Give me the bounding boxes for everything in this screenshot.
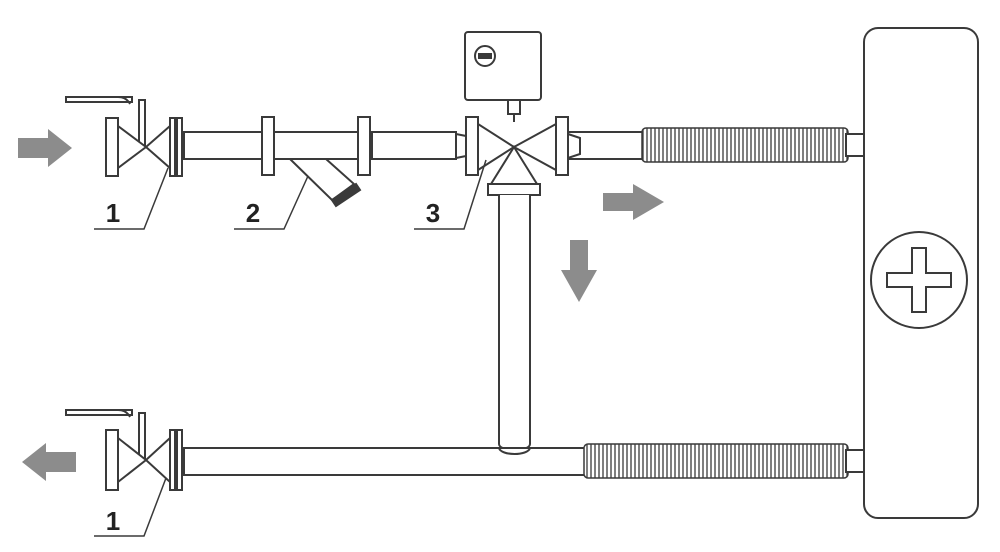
supply-pipe — [183, 131, 647, 160]
y-strainer — [261, 116, 371, 208]
flow-down-arrow-icon — [561, 240, 597, 302]
valve-handle — [65, 96, 133, 103]
leader-lines — [94, 159, 487, 537]
flex-hose-top — [641, 127, 865, 163]
return-pipe — [183, 447, 587, 476]
actuator-symbol — [474, 45, 496, 67]
label-strainer: 2 — [246, 198, 260, 228]
bypass-pipe — [498, 195, 531, 451]
ball-valve-top — [65, 96, 183, 177]
inflow-arrow-icon — [18, 129, 72, 167]
heater-unit — [863, 27, 979, 519]
actuator-box — [464, 31, 542, 101]
plus-in-circle-icon — [870, 231, 968, 329]
outflow-arrow-icon — [22, 443, 76, 481]
flex-hose-bottom — [583, 443, 865, 479]
label-valve-top: 1 — [106, 198, 120, 228]
ball-valve-bottom — [65, 409, 183, 491]
flow-right-arrow-icon — [603, 184, 664, 220]
label-three-way-valve: 3 — [426, 198, 440, 228]
label-valve-bottom: 1 — [106, 506, 120, 536]
